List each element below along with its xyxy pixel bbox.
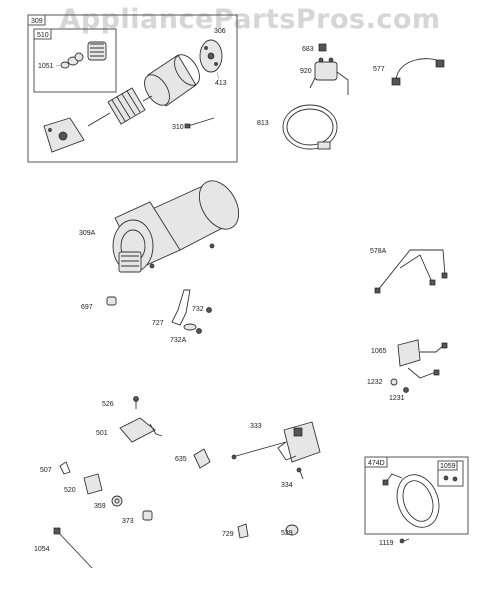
solenoid-part[interactable] xyxy=(309,57,349,95)
screw-732A-part[interactable] xyxy=(183,323,202,334)
label-683: 683 xyxy=(302,46,314,53)
label-520: 520 xyxy=(64,487,76,494)
label-1059: 1059 xyxy=(440,463,456,470)
label-510: 510 xyxy=(37,32,49,39)
label-507: 507 xyxy=(40,467,52,474)
through-bolt-part[interactable] xyxy=(184,117,215,129)
part-697[interactable] xyxy=(106,296,117,306)
spark-plug-boot-635-part[interactable] xyxy=(193,448,211,469)
ignition-kit-group: 474D 1059 xyxy=(364,456,469,535)
drive-spring-part[interactable] xyxy=(60,52,84,69)
part-729[interactable] xyxy=(237,523,249,539)
label-310: 310 xyxy=(172,124,184,131)
ignition-sub-kit-screws[interactable] xyxy=(443,475,458,482)
label-1232: 1232 xyxy=(367,379,383,386)
nut-373-part[interactable] xyxy=(142,510,153,521)
screw-732-part[interactable] xyxy=(206,307,212,313)
label-1054: 1054 xyxy=(34,546,50,553)
screw-334-part[interactable] xyxy=(296,467,304,480)
label-578A: 578A xyxy=(370,248,387,255)
nut-683-part[interactable] xyxy=(318,43,327,52)
cable-tie-1054-part[interactable] xyxy=(53,527,93,569)
label-729: 729 xyxy=(222,531,234,538)
ignition-armature-333-part[interactable] xyxy=(231,421,321,463)
label-577: 577 xyxy=(373,66,385,73)
label-373: 373 xyxy=(122,518,134,525)
washer-359-part[interactable] xyxy=(111,495,123,507)
label-309A: 309A xyxy=(79,230,96,237)
part-1231[interactable] xyxy=(403,387,409,393)
starter-motor-part[interactable] xyxy=(112,174,247,273)
armature-part[interactable] xyxy=(87,87,153,127)
label-359: 359 xyxy=(94,503,106,510)
bracket-727-part[interactable] xyxy=(171,289,191,326)
watermark-text: AppliancePartsPros.com xyxy=(59,4,440,35)
label-474D: 474D xyxy=(368,460,385,467)
label-1051: 1051 xyxy=(38,63,54,70)
cable-577-part[interactable] xyxy=(391,58,445,86)
drive-end-plate-part[interactable] xyxy=(43,117,85,153)
label-920: 920 xyxy=(300,68,312,75)
part-529[interactable] xyxy=(285,524,299,536)
clamp-813-part[interactable] xyxy=(282,104,338,150)
label-727: 727 xyxy=(152,320,164,327)
label-526: 526 xyxy=(102,401,114,408)
wire-harness-578A-part[interactable] xyxy=(374,249,448,294)
stator-ring-part[interactable] xyxy=(382,469,446,533)
label-1119: 1119 xyxy=(379,540,394,547)
label-697: 697 xyxy=(81,304,93,311)
drive-gear-part[interactable] xyxy=(87,41,107,61)
label-413: 413 xyxy=(215,80,227,87)
label-309: 309 xyxy=(31,18,43,25)
rectifier-1065-part[interactable] xyxy=(397,339,448,379)
label-333: 333 xyxy=(250,423,262,430)
label-1065: 1065 xyxy=(371,348,387,355)
label-732A: 732A xyxy=(170,337,187,344)
starter-kit-group: 309 510 1051 306 413 xyxy=(27,14,238,163)
end-cap-part[interactable] xyxy=(199,39,223,73)
part-507[interactable] xyxy=(59,461,71,475)
label-529: 529 xyxy=(281,530,293,537)
starter-housing-part[interactable] xyxy=(139,50,204,109)
screw-526-part[interactable] xyxy=(133,396,139,410)
screw-1119-part[interactable] xyxy=(399,538,410,544)
label-1231: 1231 xyxy=(389,395,405,402)
label-732: 732 xyxy=(192,306,204,313)
label-334: 334 xyxy=(281,482,293,489)
part-1232[interactable] xyxy=(390,378,398,386)
label-501: 501 xyxy=(96,430,108,437)
label-813: 813 xyxy=(257,120,269,127)
module-501-part[interactable] xyxy=(119,417,163,443)
bracket-520-part[interactable] xyxy=(83,473,103,495)
label-635: 635 xyxy=(175,456,187,463)
label-306: 306 xyxy=(214,28,226,35)
